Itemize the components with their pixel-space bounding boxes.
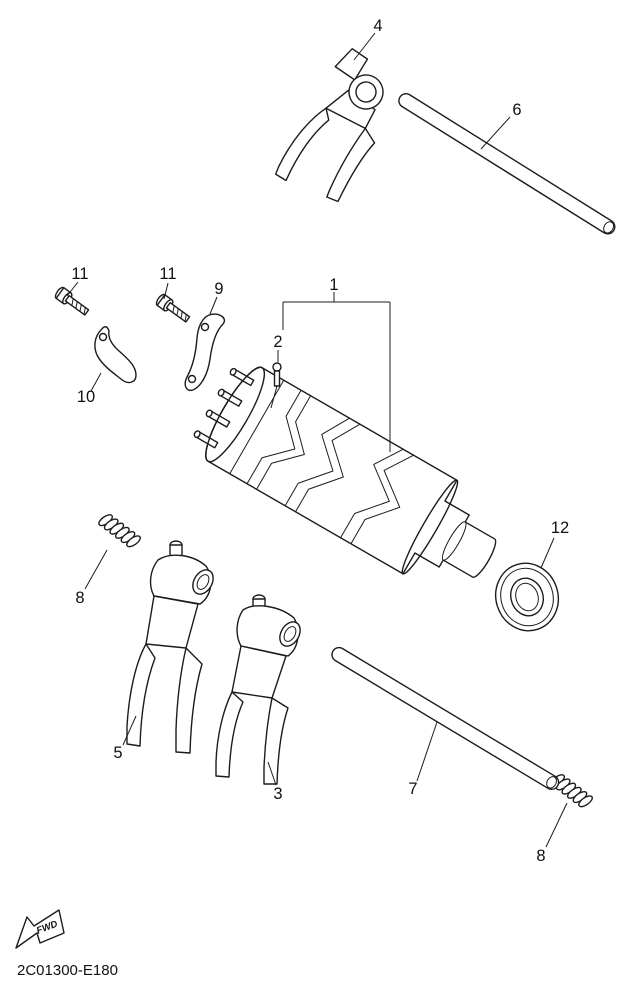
callout-1: 1 [329,276,338,294]
spring-upper [98,514,141,548]
callout-11a: 11 [71,265,88,283]
callout-7: 7 [408,780,417,798]
shift-fork-right [215,594,301,785]
callout-4: 4 [373,17,382,35]
callout-2: 2 [273,333,282,351]
stopper-lever [94,326,137,384]
callout-11b: 11 [159,265,176,283]
shift-fork-left [126,540,214,754]
diagram-code: 2C01300-E180 [17,962,118,979]
fork-bore-inner [355,81,377,103]
segment-pins [193,367,255,449]
bolt-left [54,286,90,316]
callout-9: 9 [214,280,223,298]
shift-cam-drum [193,366,497,578]
stopper-plate [184,313,226,392]
callout-8b: 8 [536,847,545,865]
cam-grooves [246,389,415,545]
callout-12: 12 [551,519,569,537]
leader-lines [66,32,568,848]
callouts: 4 6 11 11 9 1 2 10 8 12 5 3 7 8 [71,17,569,865]
spring-lower [550,774,593,808]
bolt-right [155,293,191,323]
shift-fork-upper [274,47,384,203]
callout-3: 3 [273,785,282,803]
fwd-marker: FWD [15,909,65,949]
callout-6: 6 [512,101,521,119]
fork-guide-bar-lower [331,646,560,791]
bearing [495,562,559,632]
fork-guide-bar-upper [398,93,616,235]
callout-10: 10 [77,388,95,406]
set-screw [270,362,282,409]
callout-5: 5 [113,744,122,762]
callout-8a: 8 [75,589,84,607]
